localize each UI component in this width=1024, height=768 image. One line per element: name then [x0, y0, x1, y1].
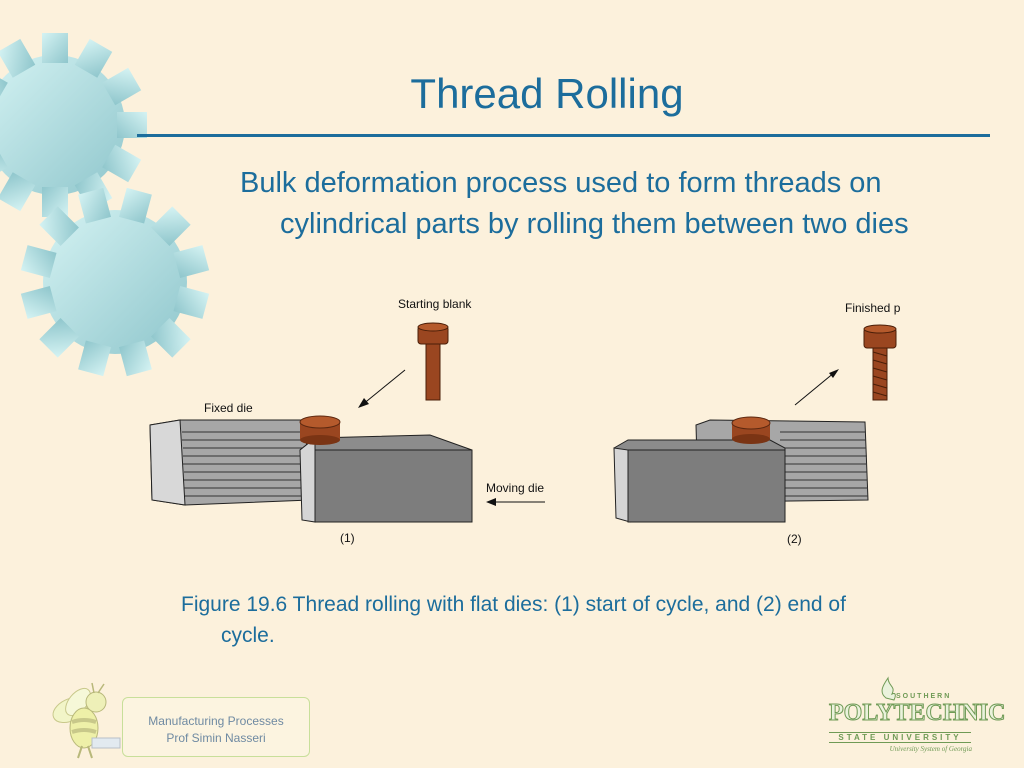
finished-part [863, 324, 897, 401]
label-starting-blank: Starting blank [398, 297, 472, 311]
moving-die-2 [613, 439, 786, 523]
footer-course: Manufacturing Processes [148, 714, 284, 728]
logo-tagline: University System of Georgia [889, 745, 972, 753]
figure-caption: Figure 19.6 Thread rolling with flat die… [181, 593, 846, 647]
moving-die [299, 434, 473, 523]
title-divider [137, 134, 990, 137]
logo-state: STATE UNIVERSITY [829, 732, 971, 743]
label-finished-part: Finished part [845, 301, 900, 315]
footer-instructor: Prof Simin Nasseri [166, 731, 266, 745]
flame-logo-icon [881, 676, 896, 701]
logo-name: POLYTECHNIC [829, 700, 1006, 727]
bullet-text: Bulk deformation process used to form th… [240, 167, 909, 240]
thread-rolling-figure: Starting blank Fixed die Moving die (1) [149, 297, 900, 546]
starting-blank [417, 322, 449, 401]
footer-text: Manufacturing Processes Prof Simin Nasse… [122, 713, 310, 747]
fixed-die [149, 419, 311, 506]
label-moving-die: Moving die [486, 481, 544, 495]
bee-mascot-icon [52, 682, 121, 759]
label-step-2: (2) [787, 532, 802, 546]
blank-cylinder [299, 415, 341, 445]
label-step-1: (1) [340, 531, 355, 545]
label-fixed-die: Fixed die [204, 401, 253, 415]
slide-title: Thread Rolling [410, 70, 684, 117]
gear-icon [0, 33, 210, 377]
logo-top: SOUTHERN [896, 693, 952, 700]
blank-cylinder-2 [731, 416, 771, 444]
footer-box [122, 697, 310, 757]
